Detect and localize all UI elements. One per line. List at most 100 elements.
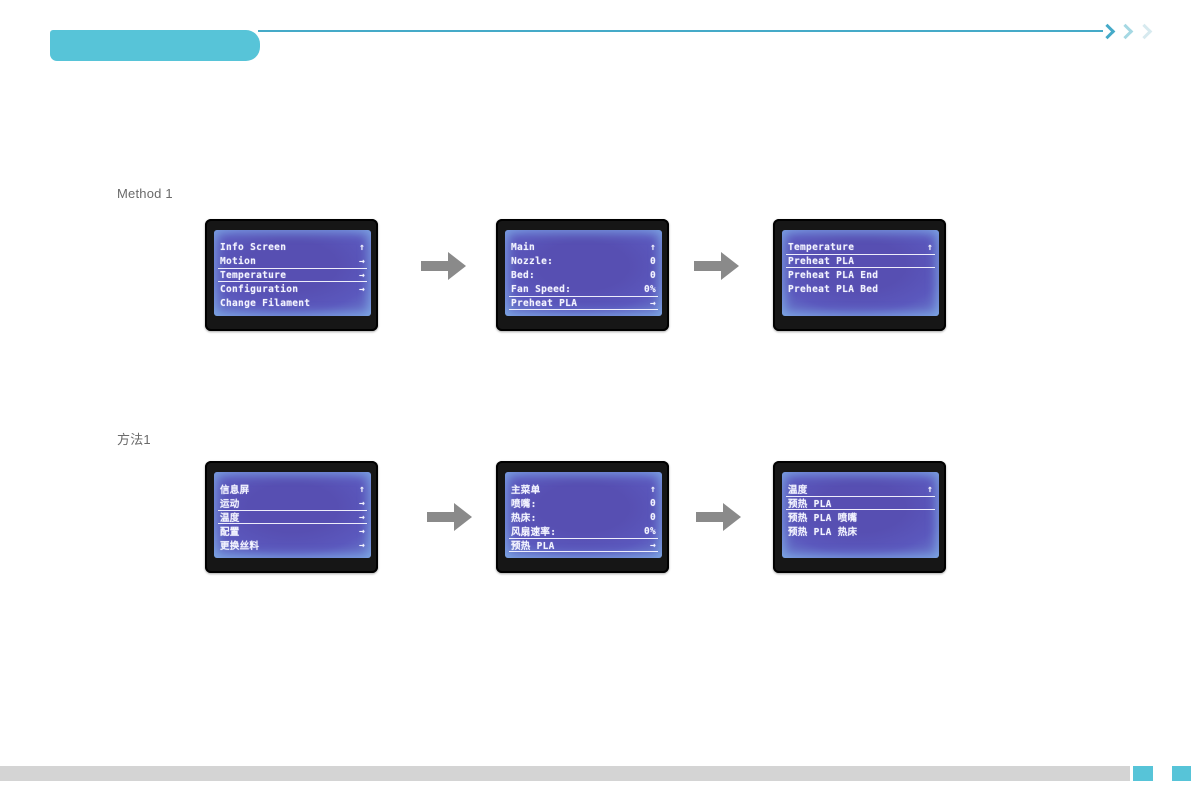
lcd-menu-item-label: 主菜单: [511, 485, 541, 496]
submenu-arrow-icon: →: [649, 297, 656, 309]
up-arrow-icon: ↑: [926, 483, 933, 495]
lcd-menu-row: Bed: 0: [509, 268, 658, 282]
lcd-menu-item-label: Bed:: [511, 269, 536, 281]
up-arrow-icon: ↑: [926, 241, 933, 253]
lcd-menu-row: 更换丝料 →: [218, 538, 367, 553]
lcd-menu-item-label: 预热 PLA 热床: [788, 527, 858, 538]
lcd-menu-row: Preheat PLA Bed: [786, 282, 935, 296]
lcd-menu-row: 风扇速率: 0%: [509, 524, 658, 539]
submenu-arrow-icon: →: [358, 497, 365, 509]
lcd-menu-item-label: 风扇速率:: [511, 527, 557, 538]
lcd-menu-item-label: 喷嘴:: [511, 499, 537, 510]
lcd-menu-item-label: Fan Speed:: [511, 283, 572, 295]
lcd-menu-row: 配置 →: [218, 524, 367, 539]
flow-arrow-icon: [694, 252, 739, 280]
submenu-arrow-icon: →: [358, 269, 365, 281]
submenu-arrow-icon: →: [649, 539, 656, 551]
submenu-arrow-icon: →: [358, 255, 365, 267]
lcd-display: Info Screen↑Motion→Temperature→Configura…: [214, 230, 371, 316]
lcd-menu-item-value: 0: [649, 269, 656, 281]
up-arrow-icon: ↑: [649, 483, 656, 495]
lcd-menu-row: Temperature →: [218, 268, 367, 282]
lcd-menu-row: Fan Speed: 0%: [509, 282, 658, 296]
lcd-menu-item-value: 0: [649, 497, 656, 509]
chevron-right-icon: [1099, 23, 1116, 40]
lcd-menu-item-label: Nozzle:: [511, 255, 554, 267]
lcd-menu-row: 运动 →: [218, 496, 367, 511]
submenu-arrow-icon: →: [358, 283, 365, 295]
lcd-menu-row: 温度 ↑: [786, 482, 935, 497]
lcd-menu-item-label: Main: [511, 241, 536, 253]
lcd-screen-preheat-pla-menu-zh: 温度 ↑ 预热 PLA 预热 PLA 喷嘴预热 PLA 热床: [773, 461, 946, 573]
lcd-menu-row: 温度 →: [218, 510, 367, 524]
lcd-menu-item-value: 0%: [643, 525, 656, 537]
lcd-menu-item-label: 更换丝料: [220, 541, 260, 552]
lcd-menu-row: 主菜单 ↑: [509, 482, 658, 497]
up-arrow-icon: ↑: [358, 241, 365, 253]
lcd-menu-row: Preheat PLA End: [786, 268, 935, 282]
lcd-menu-item-label: 预热 PLA: [788, 499, 832, 510]
lcd-menu-item-label: Info Screen: [220, 241, 287, 253]
lcd-menu-row: Main ↑: [509, 240, 658, 254]
lcd-menu-item-label: 运动: [220, 499, 240, 510]
lcd-menu-row: 热床:0: [509, 510, 658, 525]
submenu-arrow-icon: →: [358, 539, 365, 551]
lcd-screen-main-menu-en: Info Screen↑Motion→Temperature→Configura…: [205, 219, 378, 331]
lcd-menu-item-label: Temperature: [788, 241, 855, 253]
lcd-display: 温度 ↑ 预热 PLA 预热 PLA 喷嘴预热 PLA 热床: [782, 472, 939, 558]
lcd-menu-row: Temperature ↑: [786, 240, 935, 254]
lcd-menu-item-label: 预热 PLA: [511, 541, 555, 552]
lcd-menu-row: Preheat PLA →: [509, 296, 658, 310]
chevron-right-icon: [1118, 23, 1134, 40]
lcd-menu-item-value: 0: [649, 255, 656, 267]
footer-accent-block: [1133, 766, 1153, 781]
lcd-menu-row: 信息屏 ↑: [218, 482, 367, 497]
lcd-menu-row: 预热 PLA →: [509, 538, 658, 552]
lcd-menu-item-label: Preheat PLA Bed: [788, 283, 879, 295]
lcd-menu-item-label: Configuration: [220, 283, 299, 295]
flow-arrow-icon: [421, 252, 466, 280]
up-arrow-icon: ↑: [358, 483, 365, 495]
lcd-menu-item-label: Temperature: [220, 269, 287, 281]
footer-bar: [0, 766, 1130, 781]
lcd-menu-row: Info Screen ↑: [218, 240, 367, 254]
triple-chevron-right-icon: [1099, 23, 1153, 40]
lcd-menu-item-label: Preheat PLA: [788, 255, 855, 267]
flow-arrow-icon: [427, 503, 472, 531]
lcd-menu-item-label: 预热 PLA 喷嘴: [788, 513, 858, 524]
submenu-arrow-icon: →: [358, 525, 365, 537]
lcd-menu-item-label: 信息屏: [220, 485, 250, 496]
lcd-menu-item-label: Motion: [220, 255, 257, 267]
lcd-menu-row: 预热 PLA 热床: [786, 524, 935, 538]
chevron-right-icon: [1136, 23, 1153, 40]
lcd-menu-item-label: 温度: [788, 485, 808, 496]
lcd-menu-item-label: 温度: [220, 513, 240, 524]
method-label-zh: 方法1: [117, 432, 151, 447]
lcd-menu-row: Configuration →: [218, 282, 367, 296]
lcd-menu-row: 预热 PLA: [786, 496, 935, 510]
lcd-menu-item-value: 0%: [643, 283, 656, 295]
lcd-menu-row: 喷嘴: 0: [509, 496, 658, 511]
lcd-menu-row: Nozzle: 0: [509, 254, 658, 268]
flow-arrow-icon: [696, 503, 741, 531]
chapter-tab: [50, 30, 260, 61]
lcd-menu-row: Motion →: [218, 254, 367, 268]
method-label-en: Method 1: [117, 186, 173, 201]
lcd-menu-row: Preheat PLA: [786, 254, 935, 268]
lcd-menu-item-label: 热床:: [511, 513, 537, 524]
lcd-screen-main-menu-zh: 信息屏 ↑ 运动 → 温度 → 配置 → 更换丝料 →: [205, 461, 378, 573]
lcd-menu-item-label: Preheat PLA End: [788, 269, 879, 281]
footer-accent-block: [1172, 766, 1191, 781]
submenu-arrow-icon: →: [358, 511, 365, 523]
lcd-menu-row: 预热 PLA 喷嘴: [786, 510, 935, 524]
lcd-menu-item-label: 配置: [220, 527, 240, 538]
lcd-menu-item-label: Preheat PLA: [511, 297, 578, 309]
lcd-display: 信息屏 ↑ 运动 → 温度 → 配置 → 更换丝料 →: [214, 472, 371, 558]
up-arrow-icon: ↑: [649, 241, 656, 253]
